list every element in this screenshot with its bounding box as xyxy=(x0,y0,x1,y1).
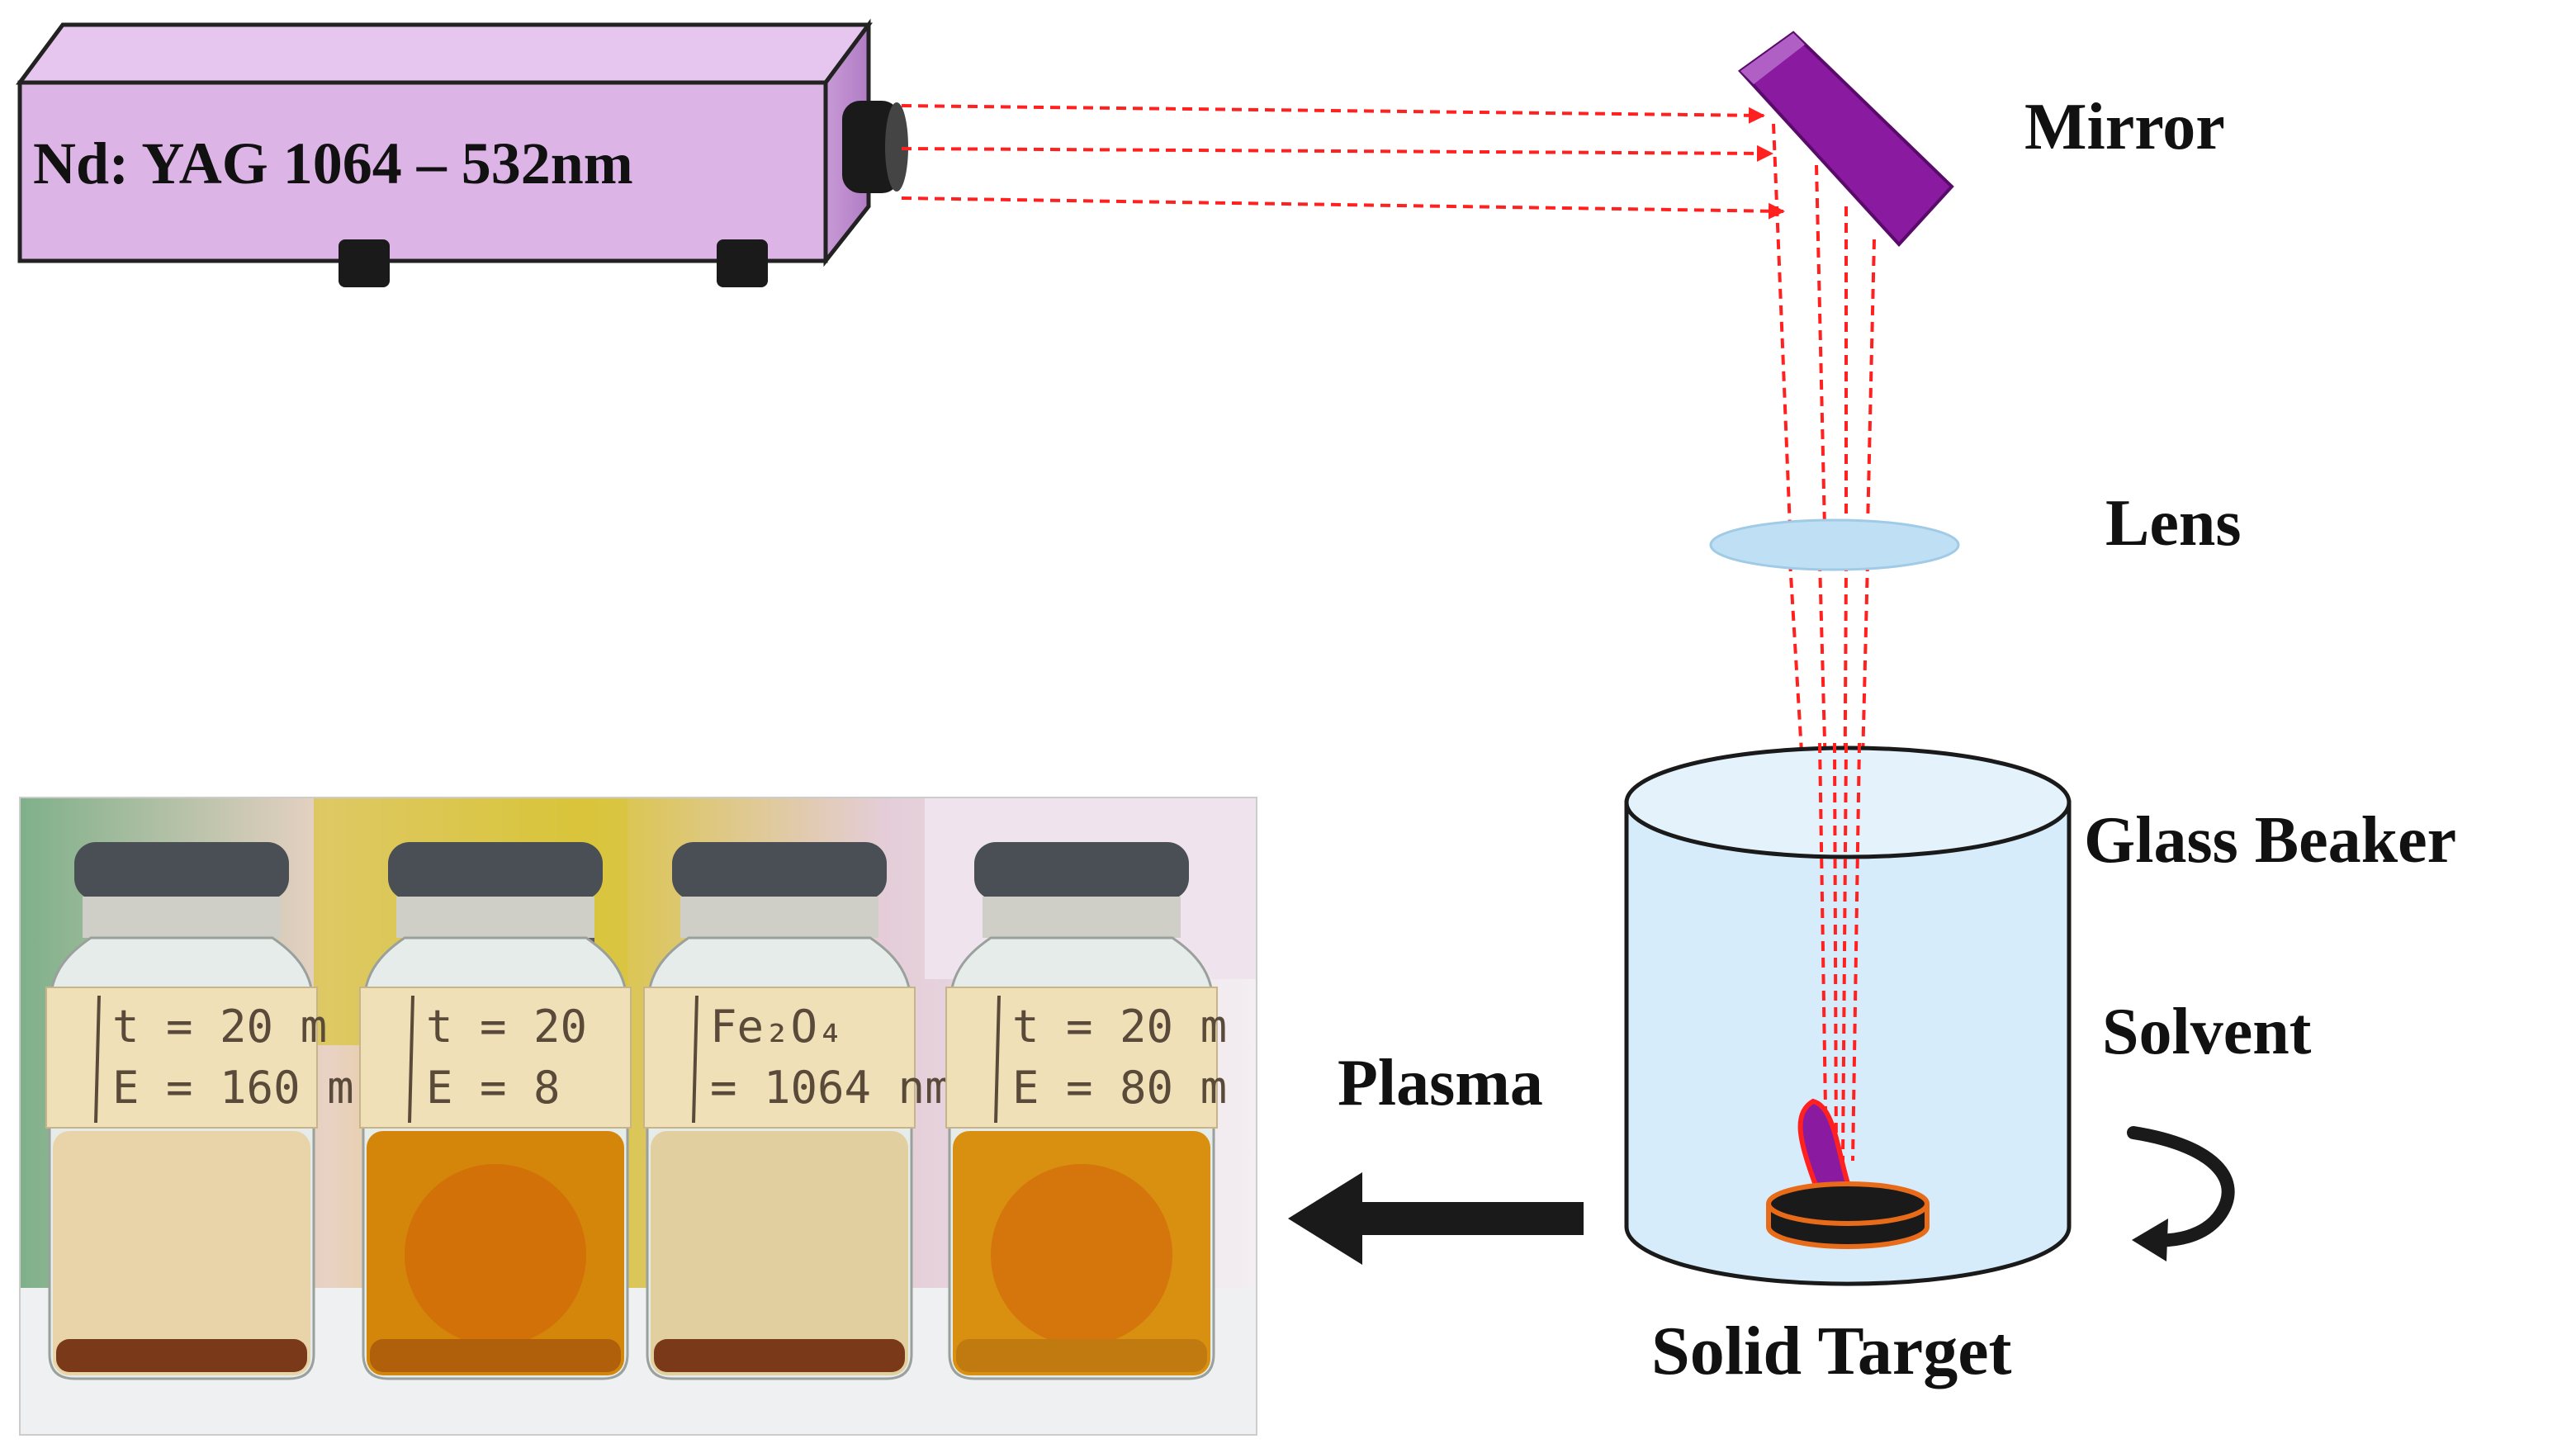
sample-vial: t = 20 m E = 80 m xyxy=(945,842,1227,1380)
rotate-arrow-icon xyxy=(2127,1126,2235,1261)
vial-note-line2: E = 8 xyxy=(426,1062,561,1114)
laser-label: Nd: YAG 1064 – 532nm xyxy=(33,130,633,196)
plasma-plume xyxy=(1797,1098,1854,1192)
laser-source: Nd: YAG 1064 – 532nm xyxy=(16,18,908,287)
vial-note-line1: t = 20 m xyxy=(1012,1001,1227,1053)
solid-target-label: Solid Target xyxy=(1651,1313,2011,1389)
vial-note-line1: Fe₂O₄ xyxy=(710,1001,845,1053)
beaker-label: Glass Beaker xyxy=(2084,804,2456,877)
laser-foot-right xyxy=(717,239,768,287)
vial-note-line2: E = 80 m xyxy=(1012,1062,1227,1114)
vial-note-line1: t = 20 m xyxy=(112,1001,327,1053)
lens-label: Lens xyxy=(2105,487,2242,560)
vial-note-line2: E = 160 m xyxy=(112,1062,354,1114)
plasma-label: Plasma xyxy=(1338,1047,1543,1119)
glass-beaker: Glass Beaker xyxy=(1624,742,2456,1286)
mirror: Mirror xyxy=(1738,31,2225,247)
left-arrow-icon xyxy=(1288,1172,1584,1265)
vial-note-line1: t = 20 xyxy=(426,1001,587,1053)
vial-note-line2: = 1064 nm xyxy=(710,1062,952,1114)
sample-vial: t = 20 m E = 160 m xyxy=(45,842,354,1380)
solid-target xyxy=(1766,1181,1930,1249)
solvent-label: Solvent xyxy=(2102,996,2312,1068)
lens: Lens xyxy=(1709,487,2242,571)
sample-vial: t = 20 E = 8 xyxy=(359,842,632,1380)
sample-vial: Fe₂O₄ = 1064 nm xyxy=(643,842,952,1380)
sample-vials-photo: t = 20 m E = 160 m t = 20 E = 8 Fe₂O₄ = 1064 … xyxy=(20,797,1257,1435)
laser-foot-left xyxy=(339,239,390,287)
laser-aperture-icon xyxy=(842,101,908,193)
mirror-label: Mirror xyxy=(2024,91,2225,163)
